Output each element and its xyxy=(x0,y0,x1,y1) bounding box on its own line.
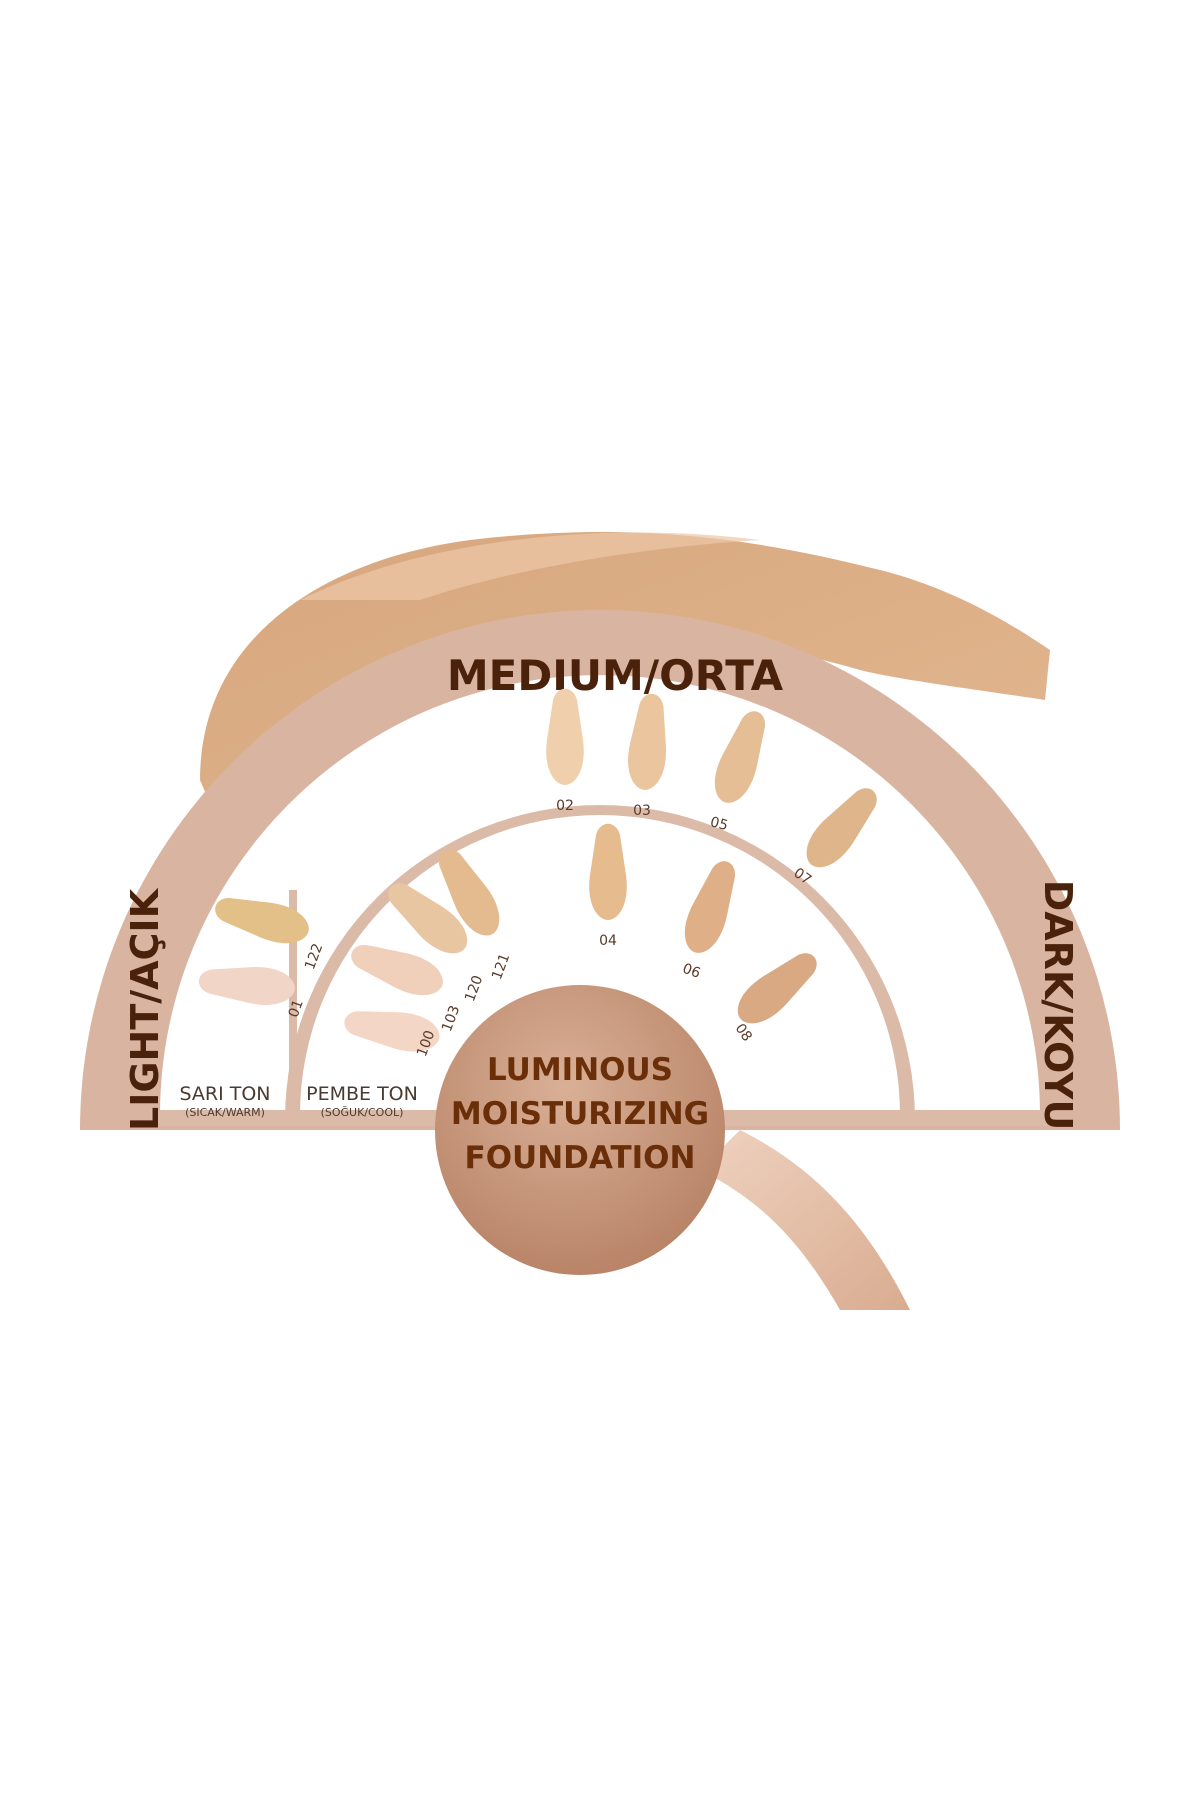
swatch-02 xyxy=(546,688,584,785)
swatch-label: 03 xyxy=(633,803,651,819)
swatch-smear xyxy=(198,967,295,1005)
swatch-07 xyxy=(806,788,877,868)
swatch-smear xyxy=(737,953,817,1024)
foundation-smear xyxy=(200,531,1050,850)
swatch-smear xyxy=(714,711,765,803)
tone-warm-subtitle: (SICAK/WARM) xyxy=(185,1106,265,1119)
swatch-03 xyxy=(628,693,666,790)
swatch-label: 06 xyxy=(680,961,702,982)
swatch-06 xyxy=(684,861,735,953)
swatch-05 xyxy=(714,711,765,803)
swatch-121 xyxy=(438,849,500,936)
swatch-122 xyxy=(215,898,309,944)
swatch-smear xyxy=(438,849,500,936)
swatch-label: 01 xyxy=(286,998,307,1020)
tone-cool-title: PEMBE TON xyxy=(306,1083,418,1105)
swatch-100 xyxy=(344,1011,440,1052)
swatch-120 xyxy=(388,883,468,954)
swatch-smear xyxy=(388,883,468,954)
heading-medium: MEDIUM/ORTA xyxy=(447,651,784,700)
swatch-label: 02 xyxy=(556,798,574,814)
center-title-line2: MOISTURIZING xyxy=(451,1096,709,1132)
heading-dark: DARK/KOYU xyxy=(1036,880,1080,1131)
swatch-smear xyxy=(215,898,309,944)
center-circle xyxy=(435,985,725,1275)
heading-light: LIGHT/AÇIK xyxy=(123,887,167,1131)
center-title-line3: FOUNDATION xyxy=(465,1140,696,1176)
swatch-08 xyxy=(737,953,817,1024)
swatch-smear xyxy=(684,861,735,953)
swatch-103 xyxy=(351,945,443,996)
swatch-04 xyxy=(589,823,627,920)
foundation-stream xyxy=(700,1130,910,1310)
swatch-smear xyxy=(351,945,443,996)
tone-warm-title: SARI TON xyxy=(179,1083,270,1105)
swatch-label: 05 xyxy=(708,814,729,834)
swatch-smear xyxy=(546,688,584,785)
swatch-smear xyxy=(589,823,627,920)
swatch-smear xyxy=(344,1011,440,1052)
center-title-line1: LUMINOUS xyxy=(487,1052,673,1088)
swatch-label: 04 xyxy=(599,933,617,949)
swatch-smear xyxy=(628,693,666,790)
foundation-smear-highlight xyxy=(300,532,760,600)
tone-cool-subtitle: (SOĞUK/COOL) xyxy=(321,1106,404,1119)
swatch-smear xyxy=(806,788,877,868)
swatch-01 xyxy=(198,967,295,1005)
